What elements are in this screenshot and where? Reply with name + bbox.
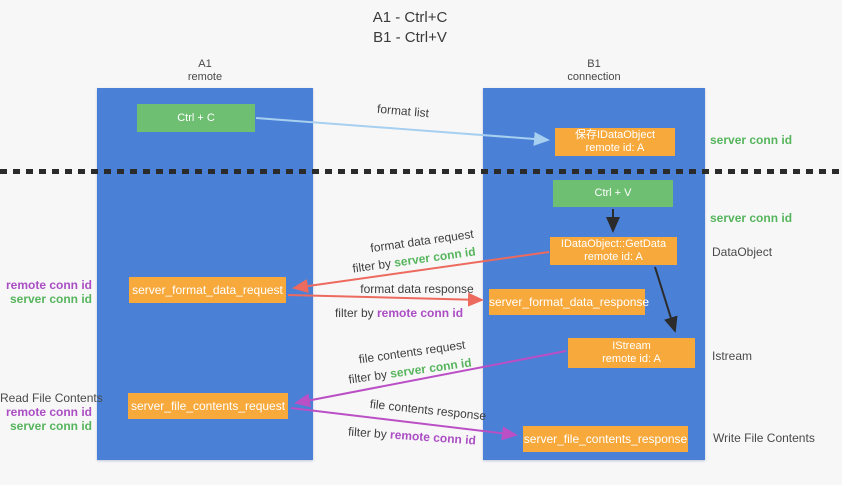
lane-b1-name: B1	[587, 58, 601, 70]
title-line-1: A1 - Ctrl+C	[372, 9, 448, 26]
lane-header-b1: B1 connection	[534, 58, 654, 84]
lane-a1-subtitle: remote	[187, 71, 223, 83]
dashed-separator-line	[0, 169, 842, 174]
node-istream-line2: remote id: A	[602, 353, 661, 365]
node-file-request-label: server_file_contents_request	[130, 398, 286, 413]
arrow-label-format-data-response: format data response	[360, 282, 474, 296]
lane-header-a1: A1 remote	[145, 58, 265, 84]
filter-by-text: filter by	[347, 424, 388, 442]
node-server-file-contents-request: server_file_contents_request	[128, 393, 288, 419]
node-file-response-label: server_file_contents_response	[523, 431, 688, 446]
title-line-2: B1 - Ctrl+V	[373, 29, 447, 46]
remote-conn-id-text: remote conn id	[389, 427, 477, 448]
annotation-remote-conn-id-2: remote conn id	[5, 405, 92, 419]
node-format-request-label: server_format_data_request	[132, 282, 283, 297]
annotation-server-conn-id-2: server conn id	[9, 419, 92, 433]
annotation-istream: Istream	[712, 349, 753, 363]
annotation-server-conn-id-1: server conn id	[9, 292, 92, 306]
annotation-remote-conn-id-1: remote conn id	[5, 278, 92, 292]
diagram-title: A1 - Ctrl+C B1 - Ctrl+V	[373, 8, 448, 48]
annotation-read-file-contents: Read File Contents	[0, 391, 103, 405]
node-getdata-line2: remote id: A	[584, 251, 643, 263]
arrow-label-filter-remote-2: filter by remote conn id	[348, 425, 477, 448]
filter-by-text: filter by	[334, 306, 374, 320]
annotation-group-file-request: Read File Contents remote conn id server…	[0, 391, 103, 433]
node-save-idataobject-line1: 保存IDataObject	[574, 129, 656, 141]
node-server-file-contents-response: server_file_contents_response	[523, 426, 688, 452]
node-getdata-line1: IDataObject::GetData	[560, 238, 667, 250]
node-ctrl-v-label: Ctrl + V	[594, 187, 632, 199]
node-ctrl-v: Ctrl + V	[553, 180, 673, 207]
node-save-idataobject-line2: remote id: A	[585, 142, 645, 154]
filter-by-text: filter by	[351, 256, 392, 276]
node-istream: IStream remote id: A	[568, 338, 695, 368]
node-save-idataobject: 保存IDataObject remote id: A	[555, 128, 675, 156]
node-server-format-data-response: server_format_data_response	[489, 289, 650, 315]
annotation-group-format-request: remote conn id server conn id	[0, 278, 92, 306]
filter-by-text: filter by	[347, 367, 388, 387]
remote-conn-id-text: remote conn id	[377, 306, 464, 320]
annotation-dataobject: DataObject	[712, 245, 773, 259]
annotation-server-conn-id-mid: server conn id	[710, 211, 793, 225]
annotation-server-conn-id-top: server conn id	[710, 133, 793, 147]
node-ctrl-c-label: Ctrl + C	[177, 111, 215, 124]
node-server-format-data-request: server_format_data_request	[129, 277, 286, 303]
annotation-write-file-contents: Write File Contents	[713, 431, 815, 445]
node-istream-line1: IStream	[612, 340, 651, 352]
node-ctrl-c: Ctrl + C	[137, 104, 255, 132]
arrow-label-format-list: format list	[376, 101, 430, 121]
lane-b1-subtitle: connection	[567, 71, 621, 83]
lane-a1-name: A1	[198, 58, 212, 70]
arrow-label-filter-remote-1: filter by remote conn id	[335, 306, 463, 320]
node-idataobject-getdata: IDataObject::GetData remote id: A	[550, 237, 677, 265]
arrow-label-file-contents-response: file contents response	[369, 396, 487, 424]
node-format-response-label: server_format_data_response	[489, 294, 650, 309]
